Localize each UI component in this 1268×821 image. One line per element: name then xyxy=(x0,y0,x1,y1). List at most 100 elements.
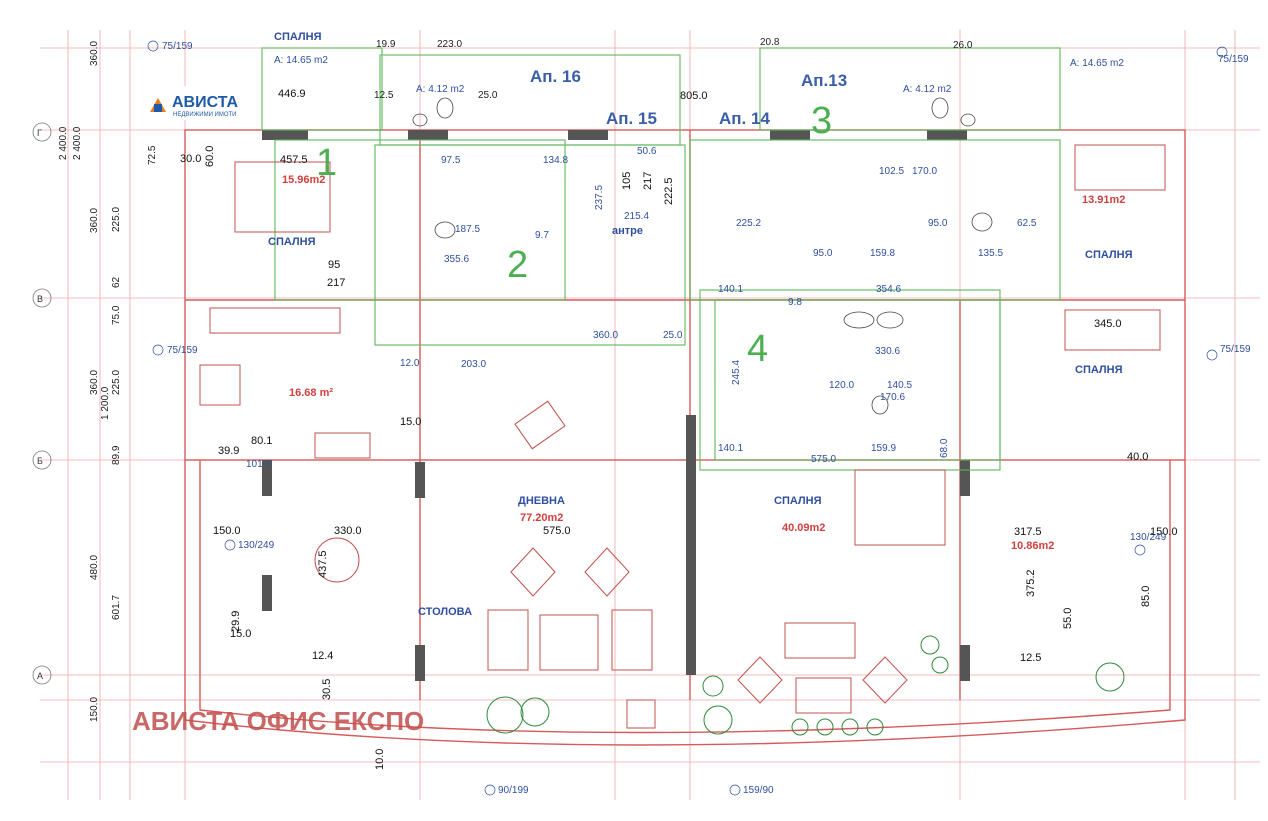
logo-brand: АВИСТА xyxy=(172,94,239,111)
axis-bubble-v xyxy=(32,288,52,308)
dim-80-1: 80.1 xyxy=(251,435,272,447)
area-label-bedroom-right: 13.91m2 xyxy=(1082,194,1125,206)
dim-29-9: 29.9 xyxy=(230,611,242,632)
axis-bubble-a xyxy=(32,665,52,685)
dim-left-62: 62 xyxy=(111,276,122,288)
dim-237-5: 237.5 xyxy=(594,185,605,210)
lounge-chair xyxy=(514,400,566,450)
dim-105: 105 xyxy=(621,172,633,190)
dim-223-0-left: 223.0 xyxy=(437,39,462,50)
dim-245-4: 245.4 xyxy=(731,360,742,385)
area-label-bath-right: A: 4.12 m2 xyxy=(903,84,952,95)
dim-left-225-low: 225.0 xyxy=(111,370,122,395)
area-label-bedroom-center: 40.09m2 xyxy=(782,522,825,534)
dim-39-9: 39.9 xyxy=(218,445,239,457)
radiator-icon-top-left xyxy=(147,40,159,52)
left-dimension-labels: 360.0 360.0 360.0 480.0 150.0 1 200.0 2 … xyxy=(58,41,158,722)
radiator-icon-small-room xyxy=(1134,544,1146,556)
stove xyxy=(314,432,371,459)
axis-label-b: Б xyxy=(37,456,43,466)
radiator-icon-top-right xyxy=(1216,46,1228,58)
radiator-tag-bottom-right: 159/90 xyxy=(743,785,774,796)
unit-numbers: 1 2 3 4 xyxy=(316,100,832,370)
area-label-kitchen: 16.68 m² xyxy=(289,387,333,399)
dim-97-5: 97.5 xyxy=(441,155,461,166)
dim-left-1200: 1 200.0 xyxy=(100,386,111,420)
dim-222-5: 222.5 xyxy=(663,177,675,205)
dim-19-9: 19.9 xyxy=(376,39,396,50)
radiator-tag-top-left: 75/159 xyxy=(162,41,193,52)
dim-135-5: 135.5 xyxy=(978,248,1003,259)
radiator-icon-left xyxy=(152,344,164,356)
dim-left-360-top: 360.0 xyxy=(89,41,100,66)
dining-table xyxy=(314,537,360,583)
room-label-bedroom-right-top: СПАЛНЯ xyxy=(1085,249,1133,261)
dim-170-0: 170.0 xyxy=(912,166,937,177)
axis-bubble-g xyxy=(32,122,52,142)
area-label-bath-left: A: 4.12 m2 xyxy=(416,84,465,95)
dim-40-0: 40.0 xyxy=(1127,451,1148,463)
room-label-entry: антре xyxy=(612,225,643,237)
dim-150-0-right: 150.0 xyxy=(1150,526,1178,538)
dim-575-0-bed: 575.0 xyxy=(811,454,836,465)
furniture xyxy=(199,144,1166,729)
dim-805-0: 805.0 xyxy=(680,90,708,102)
room-label-bedroom-top-left: СПАЛНЯ xyxy=(274,31,322,43)
unit-number-1: 1 xyxy=(316,142,337,184)
grid-axis-markers: Г В Б А xyxy=(32,122,52,685)
dim-left-150: 150.0 xyxy=(89,697,100,722)
dim-134-8: 134.8 xyxy=(543,155,568,166)
dim-101-7: 101.7 xyxy=(246,459,271,470)
apartment-label-16: Ап. 16 xyxy=(530,67,581,86)
interior-dimensions: 446.9 457.5 19.9 223.0 25.0 12.5 97.5 13… xyxy=(180,37,1178,770)
apartment-labels: Ап. 16 Ап. 15 Ап. 14 Ап.13 xyxy=(530,67,847,128)
area-label-top-left: A: 14.65 m2 xyxy=(274,55,328,66)
dim-345-0: 345.0 xyxy=(1094,318,1122,330)
dim-159-9: 159.9 xyxy=(871,443,896,454)
wall-hatch-blocks xyxy=(262,130,970,681)
dim-187-5: 187.5 xyxy=(455,224,480,235)
room-label-living: ДНЕВНА xyxy=(518,495,565,507)
dim-217-entry: 217 xyxy=(642,172,654,190)
sofa-left-2 xyxy=(539,614,599,671)
axis-label-g: Г xyxy=(37,128,42,138)
radiator-tag-bottom-left: 90/199 xyxy=(498,785,529,796)
plants xyxy=(486,635,1125,736)
dim-left-360-low: 360.0 xyxy=(89,370,100,395)
dim-150-0-left: 150.0 xyxy=(213,525,241,537)
small-table xyxy=(626,699,656,729)
radiator-icon-bottom-right xyxy=(729,784,741,796)
dim-95-0-b: 95.0 xyxy=(928,218,948,229)
unit-number-4: 4 xyxy=(747,328,768,370)
axis-label-v: В xyxy=(37,294,43,304)
logo-tagline: НЕДВИЖИМИ ИМОТИ xyxy=(173,112,237,118)
dim-30-5: 30.5 xyxy=(321,679,333,700)
dim-120-0: 120.0 xyxy=(829,380,854,391)
dim-170-6: 170.6 xyxy=(880,392,905,403)
dim-left-75: 75.0 xyxy=(111,305,122,325)
dim-30-0: 30.0 xyxy=(180,153,201,165)
dim-215-4: 215.4 xyxy=(624,211,649,222)
room-label-bedroom-right-mid: СПАЛНЯ xyxy=(1075,364,1123,376)
dim-50-6: 50.6 xyxy=(637,146,657,157)
dim-12-0: 12.0 xyxy=(400,358,420,369)
dim-140-1: 140.1 xyxy=(718,284,743,295)
radiator-tag-right: 75/159 xyxy=(1220,344,1251,355)
apartment-label-15: Ап. 15 xyxy=(606,109,657,128)
dim-15-0: 15.0 xyxy=(400,416,421,428)
dim-360-0: 360.0 xyxy=(593,330,618,341)
logo-background xyxy=(145,86,241,120)
room-label-dining: СТОЛОВА xyxy=(418,606,472,618)
area-label-bedroom-left: 15.96m2 xyxy=(282,174,325,186)
watermark-text: АВИСТА ОФИС ЕКСПО xyxy=(132,706,424,736)
bathroom-fixtures xyxy=(412,97,993,415)
dim-102-5: 102.5 xyxy=(879,166,904,177)
dim-203-0: 203.0 xyxy=(461,359,486,370)
bed-right-mid xyxy=(1064,309,1161,351)
armchair-rotated-1 xyxy=(510,547,556,597)
dim-95-door: 95 xyxy=(328,259,340,271)
dim-457-5: 457.5 xyxy=(280,154,308,166)
dim-12-5: 12.5 xyxy=(374,90,394,101)
